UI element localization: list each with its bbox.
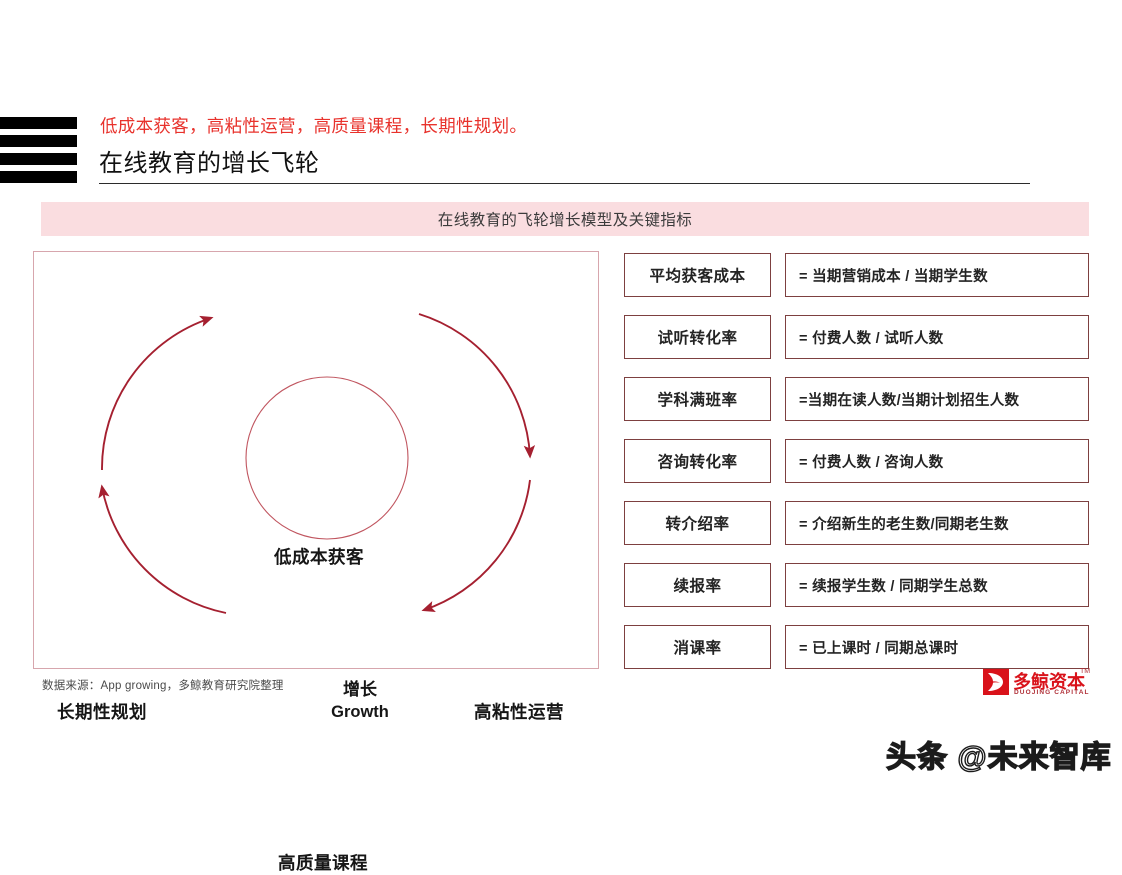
flywheel-node-high-stickiness-operation: 高粘性运营: [474, 702, 564, 722]
page-title: 在线教育的增长飞轮: [99, 150, 320, 177]
metric-name: 平均获客成本: [624, 253, 771, 297]
header-accent-bars: [0, 117, 77, 185]
metric-row: 转介绍率 = 介绍新生的老生数/同期老生数: [624, 501, 1089, 545]
brand-logo: 多鲸资本 DUOJING CAPITAL TM: [983, 668, 1091, 698]
metric-formula: = 续报学生数 / 同期学生总数: [785, 563, 1089, 607]
arc-left-to-top: [101, 315, 214, 471]
watermark: 头条 @未来智库: [885, 740, 1112, 774]
metric-formula: =当期在读人数/当期计划招生人数: [785, 377, 1089, 421]
flywheel-center-label-cn: 增长: [343, 680, 377, 699]
logo-text-en: DUOJING CAPITAL: [1014, 689, 1090, 696]
flywheel-node-low-cost-acquisition: 低成本获客: [274, 547, 364, 567]
arc-right-to-bottom: [421, 479, 531, 612]
metric-name: 咨询转化率: [624, 439, 771, 483]
flywheel-center-circle: [245, 376, 409, 540]
flywheel-node-long-term-planning: 长期性规划: [57, 702, 147, 722]
section-banner: 在线教育的飞轮增长模型及关键指标: [41, 202, 1089, 236]
metric-formula: = 介绍新生的老生数/同期老生数: [785, 501, 1089, 545]
flywheel-center-label-en: Growth: [331, 703, 389, 721]
metric-row: 消课率 = 已上课时 / 同期总课时: [624, 625, 1089, 669]
metric-row: 咨询转化率 = 付费人数 / 咨询人数: [624, 439, 1089, 483]
metric-formula: = 已上课时 / 同期总课时: [785, 625, 1089, 669]
metric-name: 续报率: [624, 563, 771, 607]
arc-bottom-to-left: [98, 484, 227, 614]
title-divider: [99, 183, 1030, 184]
logo-text-cn: 多鲸资本: [1013, 672, 1085, 692]
flywheel-diagram-panel: 低成本获客 高粘性运营 高质量课程 长期性规划 增长 Growth: [33, 251, 599, 873]
metric-row: 平均获客成本 = 当期营销成本 / 当期学生数: [624, 253, 1089, 297]
arc-top-to-right: [418, 313, 536, 459]
metric-name: 学科满班率: [624, 377, 771, 421]
flywheel-node-high-quality-courses: 高质量课程: [278, 853, 368, 873]
accent-bar: [0, 117, 77, 129]
banner-label: 在线教育的飞轮增长模型及关键指标: [437, 212, 693, 229]
metric-row: 学科满班率 =当期在读人数/当期计划招生人数: [624, 377, 1089, 421]
accent-bar: [0, 171, 77, 183]
metric-row: 续报率 = 续报学生数 / 同期学生总数: [624, 563, 1089, 607]
metric-name: 消课率: [624, 625, 771, 669]
metric-formula: = 付费人数 / 试听人数: [785, 315, 1089, 359]
logo-trademark-mark: TM: [1080, 668, 1091, 675]
whale-logo-icon: [983, 669, 1009, 695]
metric-name: 转介绍率: [624, 501, 771, 545]
accent-bar: [0, 135, 77, 147]
metric-row: 试听转化率 = 付费人数 / 试听人数: [624, 315, 1089, 359]
accent-bar: [0, 153, 77, 165]
header-kicker: 低成本获客，高粘性运营，高质量课程，长期性规划。: [100, 116, 528, 136]
source-note: 数据来源：App growing，多鲸教育研究院整理: [42, 680, 284, 692]
metrics-list: 平均获客成本 = 当期营销成本 / 当期学生数 试听转化率 = 付费人数 / 试…: [624, 253, 1089, 669]
flywheel-arcs: [98, 313, 536, 614]
metric-formula: = 当期营销成本 / 当期学生数: [785, 253, 1089, 297]
metric-formula: = 付费人数 / 咨询人数: [785, 439, 1089, 483]
metric-name: 试听转化率: [624, 315, 771, 359]
